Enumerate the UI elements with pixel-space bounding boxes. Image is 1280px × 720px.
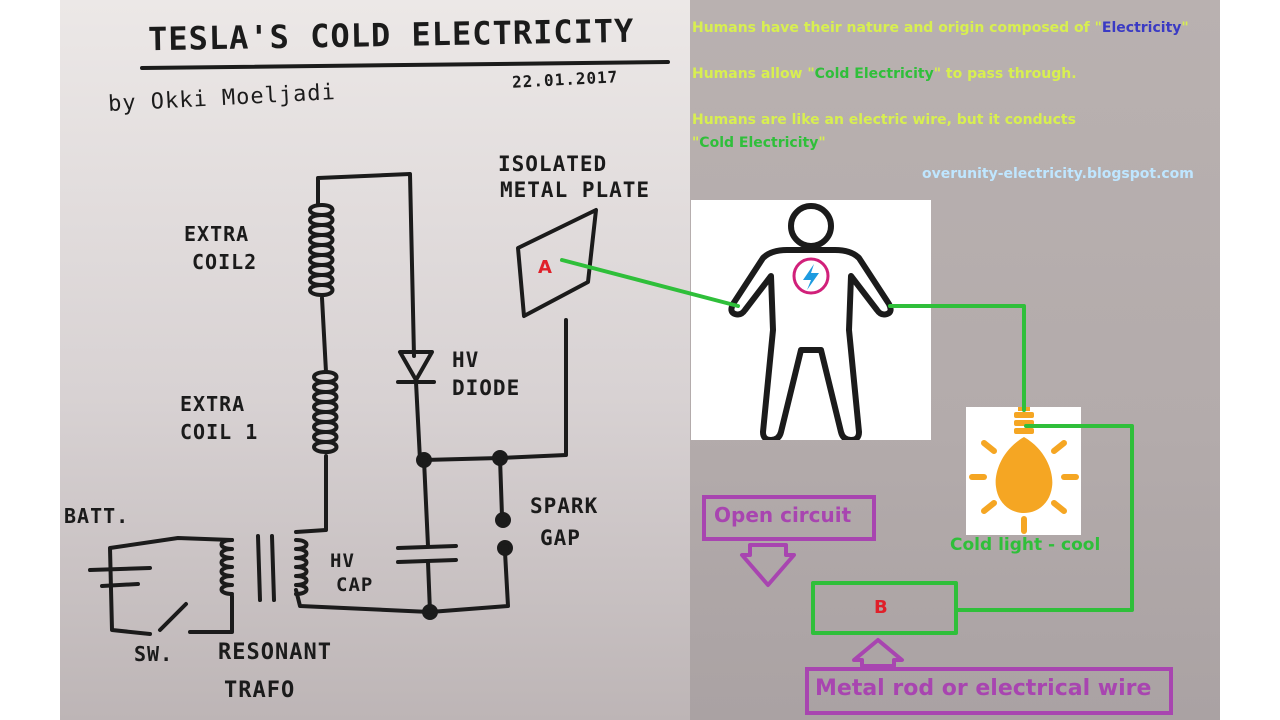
metal-rod-label: Metal rod or electrical wire [815, 676, 1152, 701]
cold-light-label: Cold light - cool [950, 535, 1101, 555]
isolated-label-1: ISOLATED [498, 152, 608, 176]
metal-rod-label-box [805, 667, 1173, 715]
title-underline [140, 60, 670, 70]
hv-diode-label-2: DIODE [452, 376, 521, 400]
resonant-label-2: TRAFO [224, 678, 296, 703]
right-letterbox [1220, 0, 1280, 720]
wire-human-to-bulb [888, 304, 1026, 412]
sketch-photo [60, 0, 690, 720]
spark-gap-label-1: SPARK [530, 494, 599, 518]
lightning-icon [803, 264, 819, 290]
open-circuit-label: Open circuit [714, 503, 852, 527]
spark-gap-label-2: GAP [540, 526, 581, 550]
note-line-1-text: Humans have their nature and origin comp… [692, 20, 1102, 36]
note-line-4: "Cold Electricity" [692, 135, 826, 151]
light-bulb-icon [969, 407, 1079, 534]
note-line-2-end: " to pass through. [933, 66, 1077, 82]
hv-cap-label-2: CAP [336, 574, 374, 596]
left-letterbox [0, 0, 60, 720]
switch [158, 602, 188, 632]
isolated-label-2: METAL PLATE [500, 178, 651, 202]
extra-coil2-label-2: COIL2 [192, 250, 258, 274]
resonant-trafo-primary [219, 538, 234, 596]
batt-label: BATT. [64, 504, 130, 528]
extra-coil-2 [308, 203, 324, 297]
note-line-1-end: " [1181, 20, 1189, 36]
point-a-label: A [538, 257, 552, 278]
extra-coil1-label-2: COIL 1 [180, 420, 259, 444]
note-line-2: Humans allow "Cold Electricity" to pass … [692, 66, 1077, 82]
up-arrow-icon [852, 638, 904, 668]
note-line-3: Humans are like an electric wire, but it… [692, 112, 1076, 128]
hv-cap-label-1: HV [330, 550, 355, 572]
open-circuit-box [702, 495, 876, 541]
bulb-box [966, 407, 1081, 535]
extra-coil2-label-1: EXTRA [184, 222, 250, 246]
metal-rod-box [811, 581, 958, 635]
wire-plate-to-human [560, 258, 740, 308]
resonant-trafo-secondary [294, 538, 309, 596]
extra-coil1-label-1: EXTRA [180, 392, 246, 416]
extra-coil-1 [312, 370, 328, 454]
note-line-2-text: Humans allow " [692, 66, 815, 82]
resonant-label-1: RESONANT [218, 640, 332, 665]
note-line-1: Humans have their nature and origin comp… [692, 20, 1189, 36]
wire-bulb-to-rod [954, 424, 1134, 612]
sw-label: SW. [134, 642, 174, 666]
isolated-metal-plate [516, 208, 598, 318]
hv-diode [398, 350, 434, 382]
note-line-4-end: " [818, 135, 826, 151]
website-link[interactable]: overunity-electricity.blogspot.com [922, 166, 1194, 182]
note-line-4-text: " [692, 135, 700, 151]
down-arrow-icon [740, 543, 796, 587]
spark-gap [495, 512, 511, 528]
note-line-2-highlight: Cold Electricity [814, 66, 934, 82]
point-b-label: B [874, 597, 888, 618]
note-line-1-highlight: Electricity [1101, 20, 1182, 36]
hv-diode-label-1: HV [452, 348, 480, 372]
note-line-4-highlight: Cold Electricity [699, 135, 819, 151]
battery [88, 566, 152, 572]
hv-cap [396, 544, 458, 550]
